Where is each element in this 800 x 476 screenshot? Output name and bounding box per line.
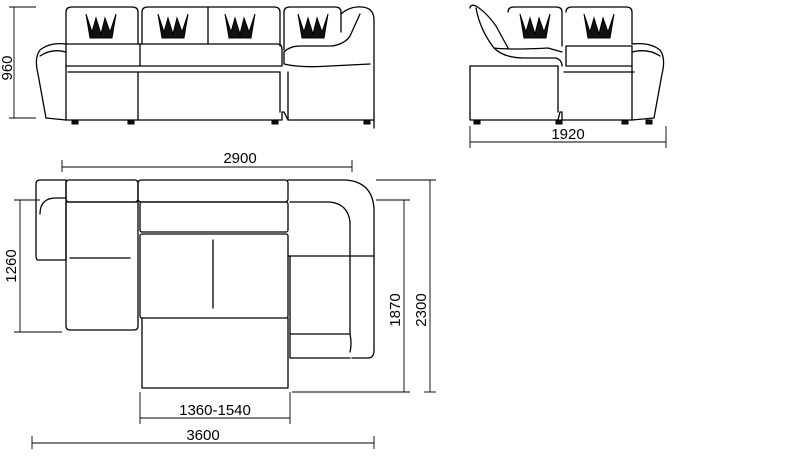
- dim-overall-length-label: 3600: [186, 427, 219, 444]
- dim-top-length: 2900: [61, 150, 353, 172]
- dim-sleeping-width-label: 1360-1540: [179, 402, 251, 419]
- dim-side-width-label: 1920: [551, 126, 584, 143]
- dim-top-right-depth-outer-label: 2300: [413, 293, 430, 326]
- dim-top-length-label: 2900: [223, 150, 256, 167]
- dim-top-right-depth-inner: 1870: [292, 199, 410, 393]
- dim-top-left-depth-label: 1260: [3, 249, 20, 282]
- dim-top-right-depth-inner-label: 1870: [387, 293, 404, 326]
- dim-front-height: 960: [0, 6, 36, 119]
- dim-front-height-label: 960: [0, 55, 16, 80]
- dim-overall-length: 3600: [31, 427, 375, 449]
- front-view: [35, 6, 375, 129]
- dim-side-width: 1920: [469, 126, 667, 148]
- top-view: [35, 179, 375, 389]
- side-view: [469, 4, 665, 125]
- dim-sleeping-width: 1360-1540: [139, 392, 291, 424]
- dim-top-right-depth-outer: 2300: [376, 179, 436, 393]
- dim-top-left-depth: 1260: [3, 199, 62, 333]
